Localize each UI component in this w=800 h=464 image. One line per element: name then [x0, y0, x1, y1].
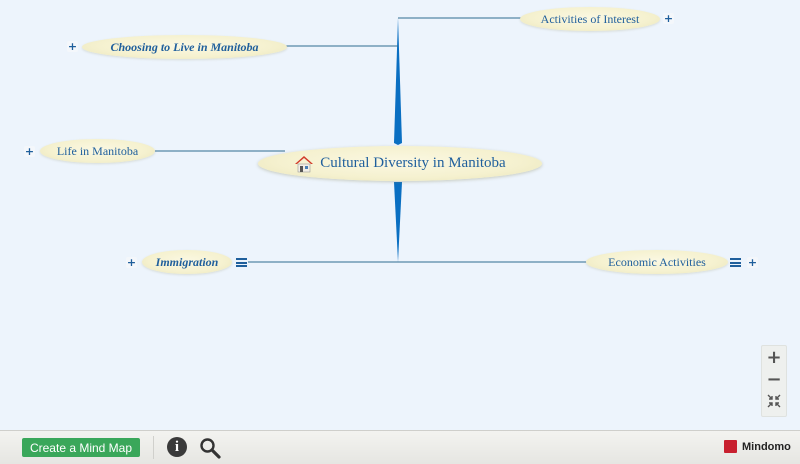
brand-name: Mindomo [742, 440, 791, 453]
create-mind-map-button[interactable]: Create a Mind Map [22, 438, 140, 457]
topic-life-in-manitoba[interactable]: Life in Manitoba [40, 139, 155, 163]
topic-label: Economic Activities [608, 254, 706, 269]
topic-label: Choosing to Live in Manitoba [110, 39, 259, 54]
expand-economic-button[interactable]: + [747, 256, 758, 269]
footer-bar: Create a Mind Map i Mindomo [0, 430, 800, 464]
topic-activities-of-interest[interactable]: Activities of Interest [520, 7, 660, 31]
notes-icon[interactable] [730, 257, 741, 268]
expand-life-button[interactable]: + [24, 145, 35, 158]
zoom-in-button[interactable]: + [766, 346, 782, 368]
mindomo-logo-icon [724, 440, 737, 453]
zoom-controls: + − [761, 345, 787, 417]
central-topic-label: Cultural Diversity in Manitoba [320, 155, 506, 171]
topic-label: Immigration [155, 254, 219, 269]
connector-lines [153, 17, 588, 263]
zoom-out-button[interactable]: − [766, 368, 782, 390]
topic-choosing-to-live[interactable]: Choosing to Live in Manitoba [82, 35, 287, 59]
info-icon[interactable]: i [167, 437, 187, 457]
topic-label: Life in Manitoba [56, 143, 139, 158]
house-icon [295, 155, 314, 172]
notes-icon[interactable] [236, 257, 247, 268]
central-topic[interactable]: Cultural Diversity in Manitoba [258, 146, 542, 181]
topic-immigration[interactable]: Immigration [142, 250, 232, 274]
search-icon[interactable] [199, 437, 221, 459]
expand-choosing-button[interactable]: + [67, 40, 78, 53]
mind-map-canvas[interactable]: Cultural Diversity in Manitoba + Choosin… [0, 0, 800, 430]
mindomo-brand[interactable]: Mindomo [724, 440, 791, 453]
divider [153, 436, 154, 459]
expand-activities-button[interactable]: + [663, 12, 674, 25]
fit-to-screen-button[interactable] [762, 390, 786, 412]
topic-label: Activities of Interest [540, 11, 640, 26]
fit-to-screen-icon [767, 394, 781, 408]
expand-immigration-button[interactable]: + [126, 256, 137, 269]
topic-economic-activities[interactable]: Economic Activities [586, 250, 728, 274]
